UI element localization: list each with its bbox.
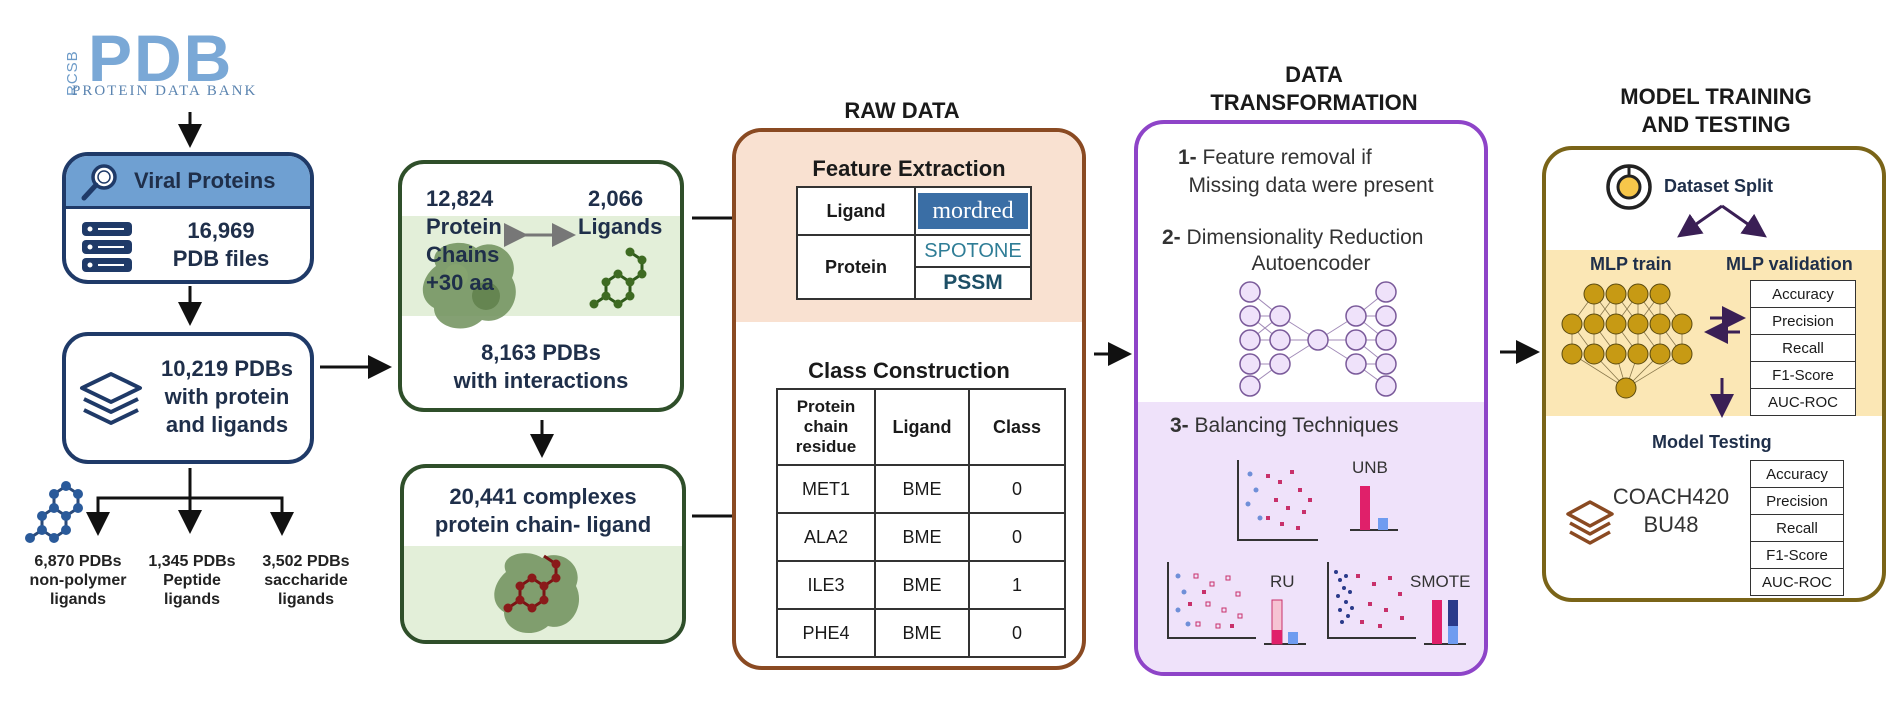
ru-bars-icon [1264,599,1306,645]
step1-l1: Feature removal if [1202,146,1372,169]
class-title: Class Construction [808,358,1010,383]
model-title-l1: MODEL TRAINING [1620,84,1812,109]
validation-metrics-table: Accuracy Precision Recall F1-Score AUC-R… [1750,280,1856,416]
raw-title: RAW DATA [844,98,960,123]
autoencoder-icon [1239,281,1397,397]
smote-scatter-icon [1327,562,1416,639]
ligand-type-saccharide: 3,502 PDBs saccharide ligands [262,553,350,608]
feature-table: Ligand mordred Protein SPOTONE PSSM [796,186,1032,300]
model-title-l2: AND TESTING [1641,112,1791,137]
feature-title: Feature Extraction [812,156,1006,181]
ligand-type-peptide: 1,345 PDBs Peptide ligands [148,553,236,608]
server-icon [82,222,132,272]
protein-ligand-box: 10,219 PDBs with protein and ligands [62,332,314,464]
train-validation-arrows [1704,306,1746,344]
pl-line1: 10,219 PDBs [160,356,294,381]
step2: 2- Dimensionality Reduction [1162,226,1482,250]
double-arrow-icon [504,223,576,247]
step3-num: 3- [1170,414,1189,437]
smote-bars-icon [1424,600,1466,645]
mordred-badge: mordred [918,193,1028,229]
dataset-split-icon [1606,164,1652,210]
mlp-validation-label: MLP validation [1726,254,1853,274]
complex-blob-icon [494,553,580,634]
transform-title-l1: DATA [1285,62,1343,87]
green-molecule-icon [589,247,647,309]
split-arrows [1677,204,1767,238]
pssm-cell: PSSM [914,266,1032,300]
dataset-split-label: Dataset Split [1664,176,1774,196]
col-residue: Protein chain residue [776,388,876,466]
unb-bars-icon [1350,486,1398,531]
smote-label: SMOTE [1410,572,1471,591]
transform-box: 1- Feature removal if Missing data were … [1134,120,1488,676]
step1: 1- Feature removal if [1178,146,1478,170]
logo-subtitle: PROTEIN DATA BANK [72,83,258,99]
complexes-box: 20,441 complexes protein chain- ligand [400,464,686,644]
chains-l2: Chains [426,242,500,267]
complexes-l1: 20,441 complexes [449,484,637,509]
ru-label: RU [1270,572,1295,591]
spotone-cell: SPOTONE [914,234,1032,268]
col-class: Class [968,388,1066,466]
model-box: Dataset Split MLP train MLP validation A… [1542,146,1886,602]
unb-label: UNB [1352,458,1388,477]
chains-count: 12,824 [426,186,494,211]
ligands-count: 2,066 [588,186,644,211]
pdb-files-count: 16,969 [187,218,255,243]
down-arrow [1710,378,1734,418]
chains-l1: Protein [426,214,502,239]
viral-proteins-box: Viral Proteins 16,969 PDB files [62,152,314,284]
pl-line3: and ligands [165,412,289,437]
step3: 3- Balancing Techniques [1170,414,1470,438]
step2-l2: Autoencoder [1251,252,1371,275]
chains-l3: +30 aa [426,270,494,295]
feature-protein-label: Protein [796,234,916,300]
step1-num: 1- [1178,146,1197,169]
interactions-pdbs-sub: with interactions [453,368,629,393]
mlp-train-label: MLP train [1590,254,1672,274]
transform-title-l2: TRANSFORMATION [1210,90,1418,115]
testing-metrics-table: Accuracy Precision Recall F1-Score AUC-R… [1750,460,1844,596]
unb-scatter-icon [1237,460,1318,541]
balancing-fill [1138,402,1484,672]
layers-icon [80,372,142,425]
rcsb-pdb-logo: RCSB PDB PROTEIN DATA BANK [64,21,318,100]
mordred-cell: mordred [914,186,1032,236]
viral-proteins-title: Viral Proteins [134,168,276,193]
complexes-l2: protein chain- ligand [434,512,652,537]
step2-l1: Dimensionality Reduction [1186,226,1424,249]
magnifier-icon [81,164,117,201]
pdb-files-label: PDB files [172,246,270,271]
mlp-network-icon [1561,283,1693,399]
ligands-label: Ligands [578,214,663,239]
test-set-bu48: BU48 [1643,512,1699,537]
step2-num: 2- [1162,226,1181,249]
raw-data-box: Feature Extraction Ligand mordred Protei… [732,128,1086,670]
step1-l2: Missing data were present [1188,174,1434,197]
col-ligand: Ligand [874,388,970,466]
feature-ligand-label: Ligand [796,186,916,236]
interactions-pdbs: 8,163 PDBs [481,340,601,365]
protein-blob-icon [422,242,516,329]
ligand-type-nonpolymer: 6,870 PDBs non-polymer ligands [29,553,127,608]
model-testing-label: Model Testing [1652,432,1772,452]
molecule-icon [25,481,83,543]
ru-scatter-icon [1167,562,1256,639]
test-layers-icon [1566,500,1614,545]
logo-pdb-text: PDB [88,21,234,95]
test-set-coach420: COACH420 [1612,484,1730,509]
interactions-box: 12,824 Protein Chains +30 aa 2,066 Ligan… [398,160,684,412]
pl-line2: with protein [164,384,290,409]
step3-l1: Balancing Techniques [1194,414,1399,437]
